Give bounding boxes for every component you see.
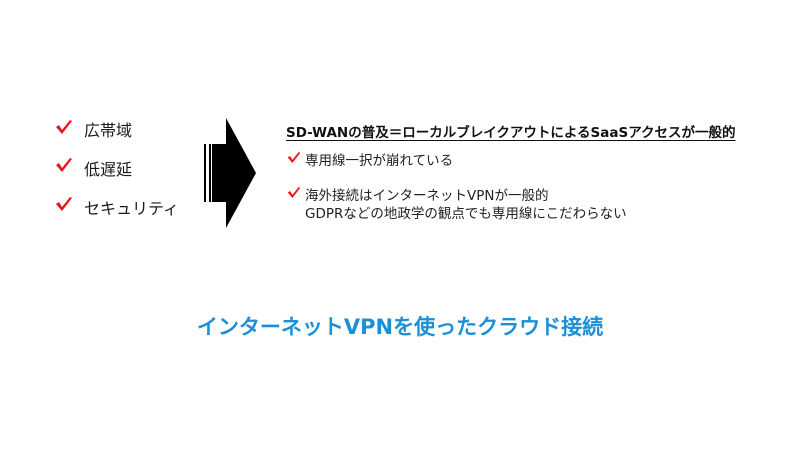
- bullet-text: 海外接続はインターネットVPNが一般的: [305, 188, 549, 204]
- check-icon: [287, 151, 301, 164]
- left-item-bandwidth: 広帯域: [84, 121, 133, 140]
- bullet-dedicated-line: 専用線一択が崩れている: [305, 152, 453, 170]
- left-item-security: セキュリティ: [84, 199, 180, 218]
- section-heading: SD-WANの普及＝ローカルブレイクアウトによるSaaSアクセスが一般的: [286, 125, 736, 141]
- check-icon: [287, 186, 301, 199]
- right-arrow-icon: [202, 118, 258, 232]
- bullet-text: GDPRなどの地政学の観点でも専用線にこだわらない: [305, 206, 627, 222]
- left-item-latency: 低遅延: [84, 160, 133, 179]
- check-icon: [55, 196, 73, 212]
- check-icon: [55, 119, 73, 135]
- footer-title: インターネットVPNを使ったクラウド接続: [196, 315, 604, 339]
- bullet-internet-vpn: 海外接続はインターネットVPNが一般的 GDPRなどの地政学の観点でも専用線にこ…: [305, 187, 627, 223]
- bullet-text: 専用線一択が崩れている: [305, 153, 454, 169]
- check-icon: [55, 157, 73, 173]
